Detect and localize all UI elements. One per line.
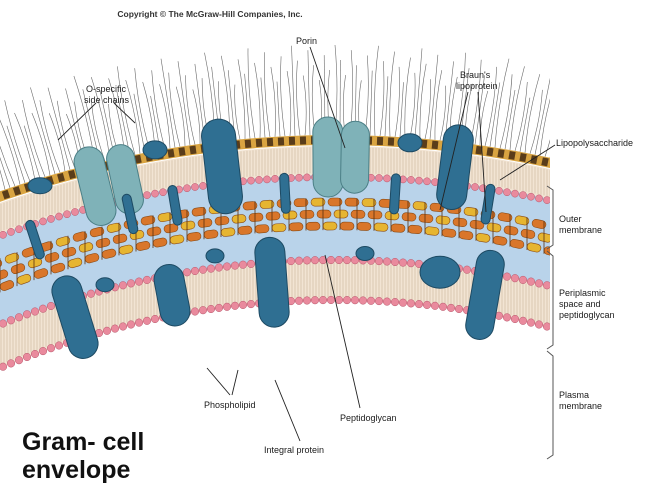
- label-periplasm-2: space and: [559, 299, 601, 309]
- label-phospholipid: Phospholipid: [204, 400, 256, 410]
- label-periplasm-1: Periplasmic: [559, 288, 606, 298]
- title-line-1: Gram- cell: [22, 428, 144, 456]
- title-line-2: envelope: [22, 456, 130, 484]
- outer-membrane-core: [0, 146, 550, 234]
- label-integral-protein: Integral protein: [264, 445, 324, 455]
- leader-lines: [57, 46, 556, 442]
- copyright-text: Copyright © The McGraw-Hill Companies, I…: [117, 9, 302, 19]
- label-periplasm-3: peptidoglycan: [559, 310, 615, 320]
- label-brauns-2: lipoprotein: [456, 81, 498, 91]
- label-outer-2: membrane: [559, 225, 602, 235]
- label-peptidoglycan: Peptidoglycan: [340, 413, 397, 423]
- label-o-specific-1: O-specific: [86, 84, 127, 94]
- label-plasma-2: membrane: [559, 401, 602, 411]
- membrane-proteins: [25, 116, 505, 359]
- label-porin: Porin: [296, 36, 317, 46]
- label-outer-1: Outer: [559, 214, 582, 224]
- label-brauns-1: Braun's: [460, 70, 491, 80]
- layer-brackets: [546, 185, 554, 460]
- label-plasma-1: Plasma: [559, 390, 589, 400]
- plasma-membrane-core: [0, 260, 550, 368]
- label-lipopolysaccharide: Lipopolysaccharide: [556, 138, 633, 148]
- label-o-specific-2: side chains: [84, 95, 130, 105]
